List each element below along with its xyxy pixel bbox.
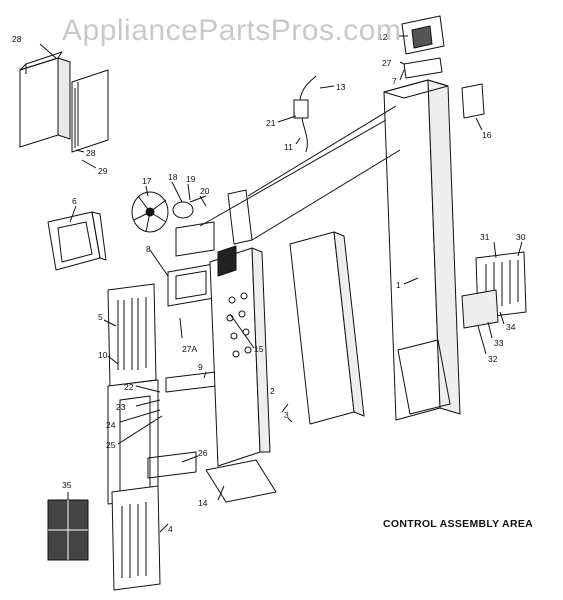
callout-33: 33 xyxy=(494,338,504,348)
callout-31: 31 xyxy=(480,232,490,242)
callout-13: 13 xyxy=(336,82,346,92)
callout-23: 23 xyxy=(116,402,126,412)
callout-11: 11 xyxy=(284,142,293,152)
part-bracket-8 xyxy=(167,263,215,307)
callout-29: 29 xyxy=(98,166,108,176)
callout-32: 32 xyxy=(488,354,498,364)
callout-28a: 28 xyxy=(12,34,22,44)
callout-8: 8 xyxy=(146,244,151,254)
callout-19: 19 xyxy=(186,174,196,184)
part-side-panel-28 xyxy=(19,51,109,153)
callout-6: 6 xyxy=(72,196,77,206)
callout-35: 35 xyxy=(62,480,72,490)
callout-15: 15 xyxy=(254,344,264,354)
callout-labels: 28 28 29 6 17 18 19 20 8 5 10 22 23 24 2… xyxy=(12,32,526,534)
callout-27: 27 xyxy=(382,58,392,68)
part-cabinet-1 xyxy=(383,79,461,421)
callout-3: 3 xyxy=(284,410,289,420)
part-rail-26 xyxy=(147,451,197,479)
callout-5: 5 xyxy=(98,312,103,322)
callout-7: 7 xyxy=(392,76,397,86)
callout-2: 2 xyxy=(270,386,275,396)
callout-25: 25 xyxy=(106,440,116,450)
callout-26: 26 xyxy=(198,448,208,458)
part-channel-9 xyxy=(165,371,217,393)
callout-24: 24 xyxy=(106,420,116,430)
part-motor-18-19-20 xyxy=(172,195,215,257)
callout-17: 17 xyxy=(142,176,152,186)
callout-16: 16 xyxy=(482,130,492,140)
part-lower-panel-4 xyxy=(111,485,161,591)
callout-12: 12 xyxy=(378,32,388,42)
part-right-grilles-30-34 xyxy=(461,251,527,329)
callout-20: 20 xyxy=(200,186,210,196)
callout-1: 1 xyxy=(396,280,401,290)
callout-18: 18 xyxy=(168,172,178,182)
callout-14: 14 xyxy=(198,498,208,508)
part-base-plate-14 xyxy=(205,459,277,503)
part-grille-35 xyxy=(47,499,89,561)
callout-4: 4 xyxy=(168,524,173,534)
part-wiring-13-21-11 xyxy=(293,75,317,153)
callout-21: 21 xyxy=(266,118,276,128)
callout-30: 30 xyxy=(516,232,526,242)
callout-9: 9 xyxy=(198,362,203,372)
watermark: AppliancePartsPros.com xyxy=(62,14,402,47)
callout-28b: 28 xyxy=(86,148,96,158)
part-top-hardware-12-27-7 xyxy=(401,15,445,79)
part-front-panel-10 xyxy=(107,379,159,505)
diagram-caption: CONTROL ASSEMBLY AREA xyxy=(383,518,534,530)
part-fan-17 xyxy=(131,191,169,233)
part-upper-panel-5 xyxy=(107,283,157,387)
part-burner-tower-3 xyxy=(209,189,271,467)
part-plate-16 xyxy=(461,83,485,119)
callout-22: 22 xyxy=(124,382,134,392)
callout-34: 34 xyxy=(506,322,516,332)
callout-10: 10 xyxy=(98,350,108,360)
callout-27A: 27A xyxy=(182,344,197,354)
part-bezel-6 xyxy=(47,211,107,271)
